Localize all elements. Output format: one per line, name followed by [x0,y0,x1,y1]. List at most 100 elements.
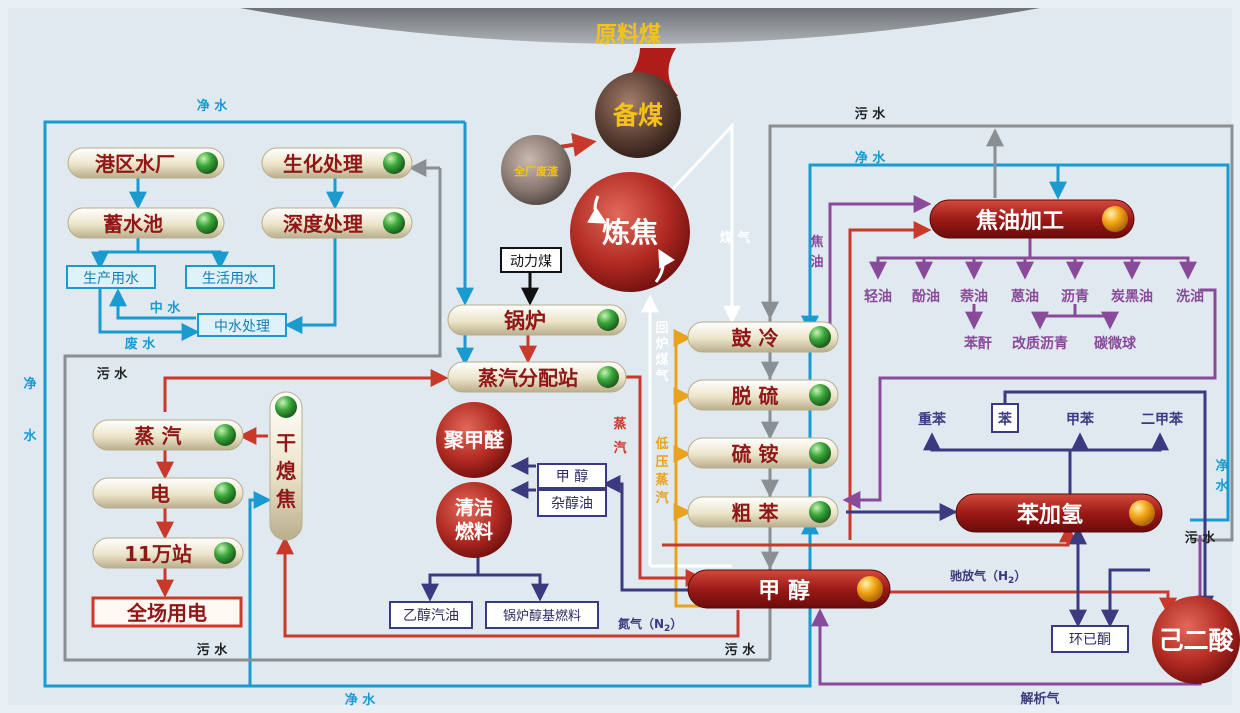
label-lp-steam-3: 蒸 [655,472,668,488]
dry-quench-label-1: 干 [276,431,296,455]
reservoir-status-dot [196,212,218,234]
prep-coal-label: 备煤 [612,101,663,130]
boiler-fuel-box[interactable] [485,601,599,629]
bio-treat-label: 生化处理 [283,152,363,176]
tar-processing-label: 焦油加工 [975,208,1064,234]
label-lp-steam-1: 低 [654,436,668,452]
benzene-hydro-label: 苯加氢 [1016,502,1083,528]
boiler-fuel-label: 锅炉醇基燃料 [503,608,581,624]
label-purge-gas: 驰放气（H2） [950,568,1026,586]
label-return-gas-1: 回 [655,321,668,336]
label-tar-v1: 焦 [809,234,823,250]
tar-processing-node[interactable] [929,199,1135,239]
label-tar-v2: 油 [810,254,823,270]
clean-fuel-node[interactable] [436,482,512,558]
boiler-status-dot [597,309,619,331]
bio-treat-node[interactable] [261,147,413,179]
electricity-node[interactable] [92,477,244,509]
fuel-to-ethanol [421,555,480,602]
nitrogen-line [276,536,740,638]
ammonium-status-dot [809,442,831,464]
to-xylene [1070,432,1169,452]
to-mod-pitch [1031,304,1077,330]
prod-water-label: 生产用水 [83,271,139,287]
reservoir-node[interactable] [67,207,225,239]
reservoir-to-life [138,250,229,270]
methanol-box-label: 甲 醇 [556,468,588,485]
methanol-box[interactable] [537,463,607,489]
reservoir-to-prod [91,238,140,270]
life-water-label: 生活用水 [202,271,258,287]
benzene-hydro-node[interactable] [955,493,1163,533]
benzene-to-adipic [1003,390,1214,614]
label-steam-v1: 蒸 [613,416,626,432]
drum-cool-node[interactable] [687,321,839,353]
to-cyclo [1101,568,1150,628]
boiler-node[interactable] [447,304,627,336]
purge-gas-line [888,590,1177,616]
deep-to-mid [284,238,337,334]
prep-coal-node[interactable] [595,72,681,158]
substation-node[interactable] [92,537,244,569]
tar-oil-line [828,195,932,330]
mid-water-treat-box[interactable] [197,313,287,337]
plant-power-box[interactable] [91,596,243,628]
label-sewage-right: 污 水 [1185,530,1217,546]
methanol-to-mid [602,475,700,592]
label-clean-water-v2: 水 [23,428,37,444]
flow-lines [43,120,1234,688]
prod-water-box[interactable] [66,265,156,289]
cyclohexanone-label: 环已酮 [1069,632,1111,648]
plant-waste-node[interactable] [501,135,571,205]
mid-water-line [109,288,196,320]
electricity-status-dot [214,482,236,504]
adipic-node[interactable] [1152,596,1240,684]
label-steam-v2: 汽 [613,440,626,456]
label-lp-steam-2: 压 [655,455,668,470]
label-sewage-left: 污 水 [97,366,129,382]
clean-fuel-label-1: 清洁 [455,496,493,519]
benzene-product-item: 苯 [997,411,1013,428]
desulf-node[interactable] [687,379,839,411]
tar-products: 轻油酚油萘油蒽油沥青炭黑油洗油 [864,288,1204,305]
label-sewage-bottom: 污 水 [197,642,229,658]
harbor-water-label: 港区水厂 [95,152,175,176]
ammonium-label: 硫 铵 [732,442,779,466]
deep-treat-node[interactable] [261,207,413,239]
steam-left [163,376,285,412]
fuel-to-boilerfuel [478,573,549,602]
reservoir-label: 蓄水池 [103,212,163,236]
benzene-box[interactable] [991,403,1019,433]
dry-quench-label-3: 焦 [276,487,296,511]
harbor-water-node[interactable] [67,147,225,179]
desulf-status-dot [809,384,831,406]
methanol-label: 甲 醇 [758,578,810,604]
fusel-oil-box[interactable] [537,489,607,517]
steam-dist-label: 蒸汽分配站 [478,366,578,390]
wash-oil-return [842,288,1217,509]
crude-benzene-status-dot [809,501,831,523]
methanol-status-dot [857,576,883,602]
ethanol-gas-box[interactable] [389,601,473,629]
steam-dist-node[interactable] [447,361,627,393]
cyclohexanone-box[interactable] [1051,625,1129,653]
steam-dist-status-dot [597,366,619,388]
deep-treat-label: 深度处理 [283,212,363,236]
crude-benzene-node[interactable] [687,496,839,528]
label-lp-steam-4: 汽 [655,490,668,506]
steam-node[interactable] [92,419,244,451]
crude-benzene-label: 粗 苯 [732,501,779,525]
label-clean-water-top: 净 水 [197,98,229,114]
dry-quench-node[interactable] [269,391,303,541]
power-coal-box[interactable] [500,247,562,273]
coal-gas-line [670,122,741,324]
life-water-box[interactable] [185,265,275,289]
bio-treat-status-dot [383,152,405,174]
ammonium-node[interactable] [687,437,839,469]
plant-power-label: 全场用电 [126,601,207,625]
methanol-node[interactable] [687,569,891,609]
mid-water-treat-label: 中水处理 [214,319,270,335]
steam-label: 蒸 汽 [135,424,182,448]
polyformal-node[interactable] [436,402,512,478]
